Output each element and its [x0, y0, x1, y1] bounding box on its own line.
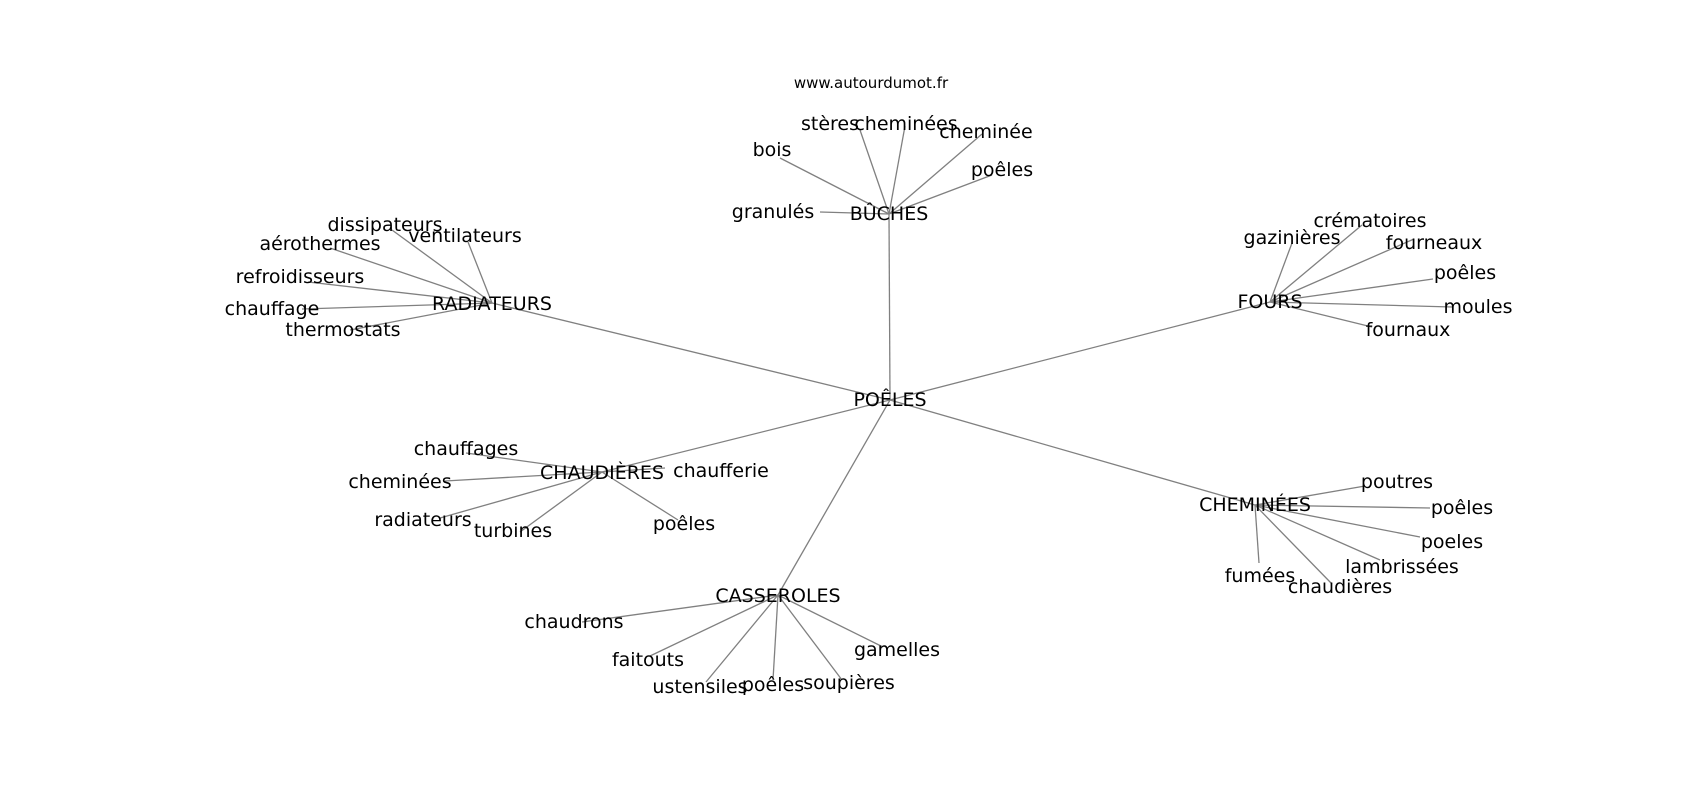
word-node-label: chauffage	[225, 298, 320, 320]
hub-node-label: RADIATEURS	[432, 293, 552, 315]
edge-hub-to-word	[349, 302, 493, 331]
word-node-label: gazinières	[1244, 227, 1341, 249]
word-node-label: ustensiles	[652, 676, 747, 698]
edge-hub-to-word	[1254, 504, 1260, 564]
word-node-label: dissipateurs	[327, 214, 442, 236]
edge-hub-to-word	[1254, 504, 1421, 538]
edge-hub-to-word	[465, 452, 603, 473]
edge-hub-to-word	[705, 594, 779, 683]
center-node-label: POÊLES	[853, 388, 926, 411]
word-node-label: poutres	[1361, 471, 1433, 493]
word-node-label: thermostats	[285, 319, 400, 341]
edge-hub-to-word	[777, 594, 884, 648]
word-node-label: turbines	[474, 520, 552, 542]
hub-node-label: CHEMINÉES	[1199, 493, 1311, 516]
edge-hub-to-word	[581, 594, 779, 623]
hub-node-label: FOURS	[1237, 291, 1302, 313]
edge-hub-to-word	[444, 471, 603, 482]
word-node-label: granulés	[732, 201, 814, 223]
edge-center-to-hub	[889, 399, 1256, 506]
word-node-label: poêles	[1434, 262, 1496, 284]
word-node-label: poeles	[1421, 531, 1483, 553]
edge-center-to-hub	[889, 301, 1271, 401]
edge-center-to-hub	[777, 399, 891, 596]
edge-hub-to-word	[1269, 301, 1453, 308]
edge-hub-to-word	[819, 211, 890, 215]
edge-hub-to-word	[1254, 504, 1431, 509]
word-node-label: chauffages	[414, 438, 519, 460]
word-node-label: poêles	[971, 159, 1033, 181]
edge-hub-to-word	[1269, 224, 1363, 303]
word-node-label: stères	[801, 113, 859, 135]
word-node-label: aérothermes	[259, 233, 380, 255]
word-node-label: faitouts	[612, 649, 684, 671]
edge-hub-to-word	[1269, 301, 1373, 328]
edge-hub-to-word	[1254, 485, 1366, 506]
word-node-label: lambrissées	[1345, 556, 1459, 578]
word-node-label: fournaux	[1366, 319, 1451, 341]
edge-hub-to-word	[601, 467, 666, 473]
edge-hub-to-word	[1254, 504, 1381, 561]
edge-hub-to-word	[391, 229, 493, 304]
edge-hub-to-word	[1269, 278, 1434, 303]
source-url: www.autourdumot.fr	[794, 74, 949, 92]
word-node-label: chaudrons	[524, 611, 623, 633]
edge-center-to-hub	[601, 399, 891, 473]
word-node-label: bois	[753, 139, 792, 161]
word-node-label: poêles	[742, 674, 804, 696]
word-node-label: cheminées	[854, 113, 957, 135]
word-node-label: fourneaux	[1386, 232, 1483, 254]
edge-hub-to-word	[1269, 242, 1293, 303]
edges	[301, 125, 1453, 683]
word-node-label: chaufferie	[673, 460, 769, 482]
word-node-label: soupières	[803, 672, 895, 694]
word-node-label: refroidisseurs	[236, 266, 365, 288]
edge-center-to-hub	[888, 213, 891, 401]
hub-node-label: BÛCHES	[850, 201, 929, 225]
word-node-label: ventilateurs	[408, 225, 522, 247]
edge-hub-to-word	[467, 241, 493, 304]
edge-hub-to-word	[777, 594, 843, 681]
hub-node-label: CASSEROLES	[715, 585, 840, 607]
word-node-label: moules	[1443, 296, 1512, 318]
edge-hub-to-word	[649, 594, 779, 657]
edge-hub-to-word	[859, 129, 890, 215]
edge-hub-to-word	[888, 125, 906, 215]
edge-hub-to-word	[772, 594, 779, 681]
edge-hub-to-word	[779, 157, 890, 215]
edge-hub-to-word	[439, 471, 603, 519]
word-node-label: radiateurs	[374, 509, 471, 531]
edge-hub-to-word	[888, 133, 983, 215]
word-node-label: gamelles	[854, 639, 940, 661]
edge-hub-to-word	[888, 174, 993, 215]
word-node-label: chaudières	[1288, 576, 1392, 598]
labels: POÊLESBÛCHESboisstèrescheminéescheminéep…	[225, 113, 1513, 698]
word-node-label: cheminée	[939, 121, 1032, 143]
word-node-label: crématoires	[1313, 210, 1426, 232]
edge-hub-to-word	[519, 471, 603, 533]
word-node-label: cheminées	[348, 471, 451, 493]
word-node-label: poêles	[653, 513, 715, 535]
word-node-label: poêles	[1431, 497, 1493, 519]
word-node-label: fumées	[1225, 565, 1296, 587]
edge-hub-to-word	[307, 281, 493, 304]
edge-hub-to-word	[601, 471, 679, 521]
edge-hub-to-word	[329, 247, 493, 304]
edge-hub-to-word	[301, 302, 493, 310]
edge-hub-to-word	[1254, 504, 1333, 585]
edge-hub-to-word	[1269, 238, 1415, 303]
hub-node-label: CHAUDIÈRES	[540, 461, 664, 484]
edge-center-to-hub	[491, 302, 891, 401]
